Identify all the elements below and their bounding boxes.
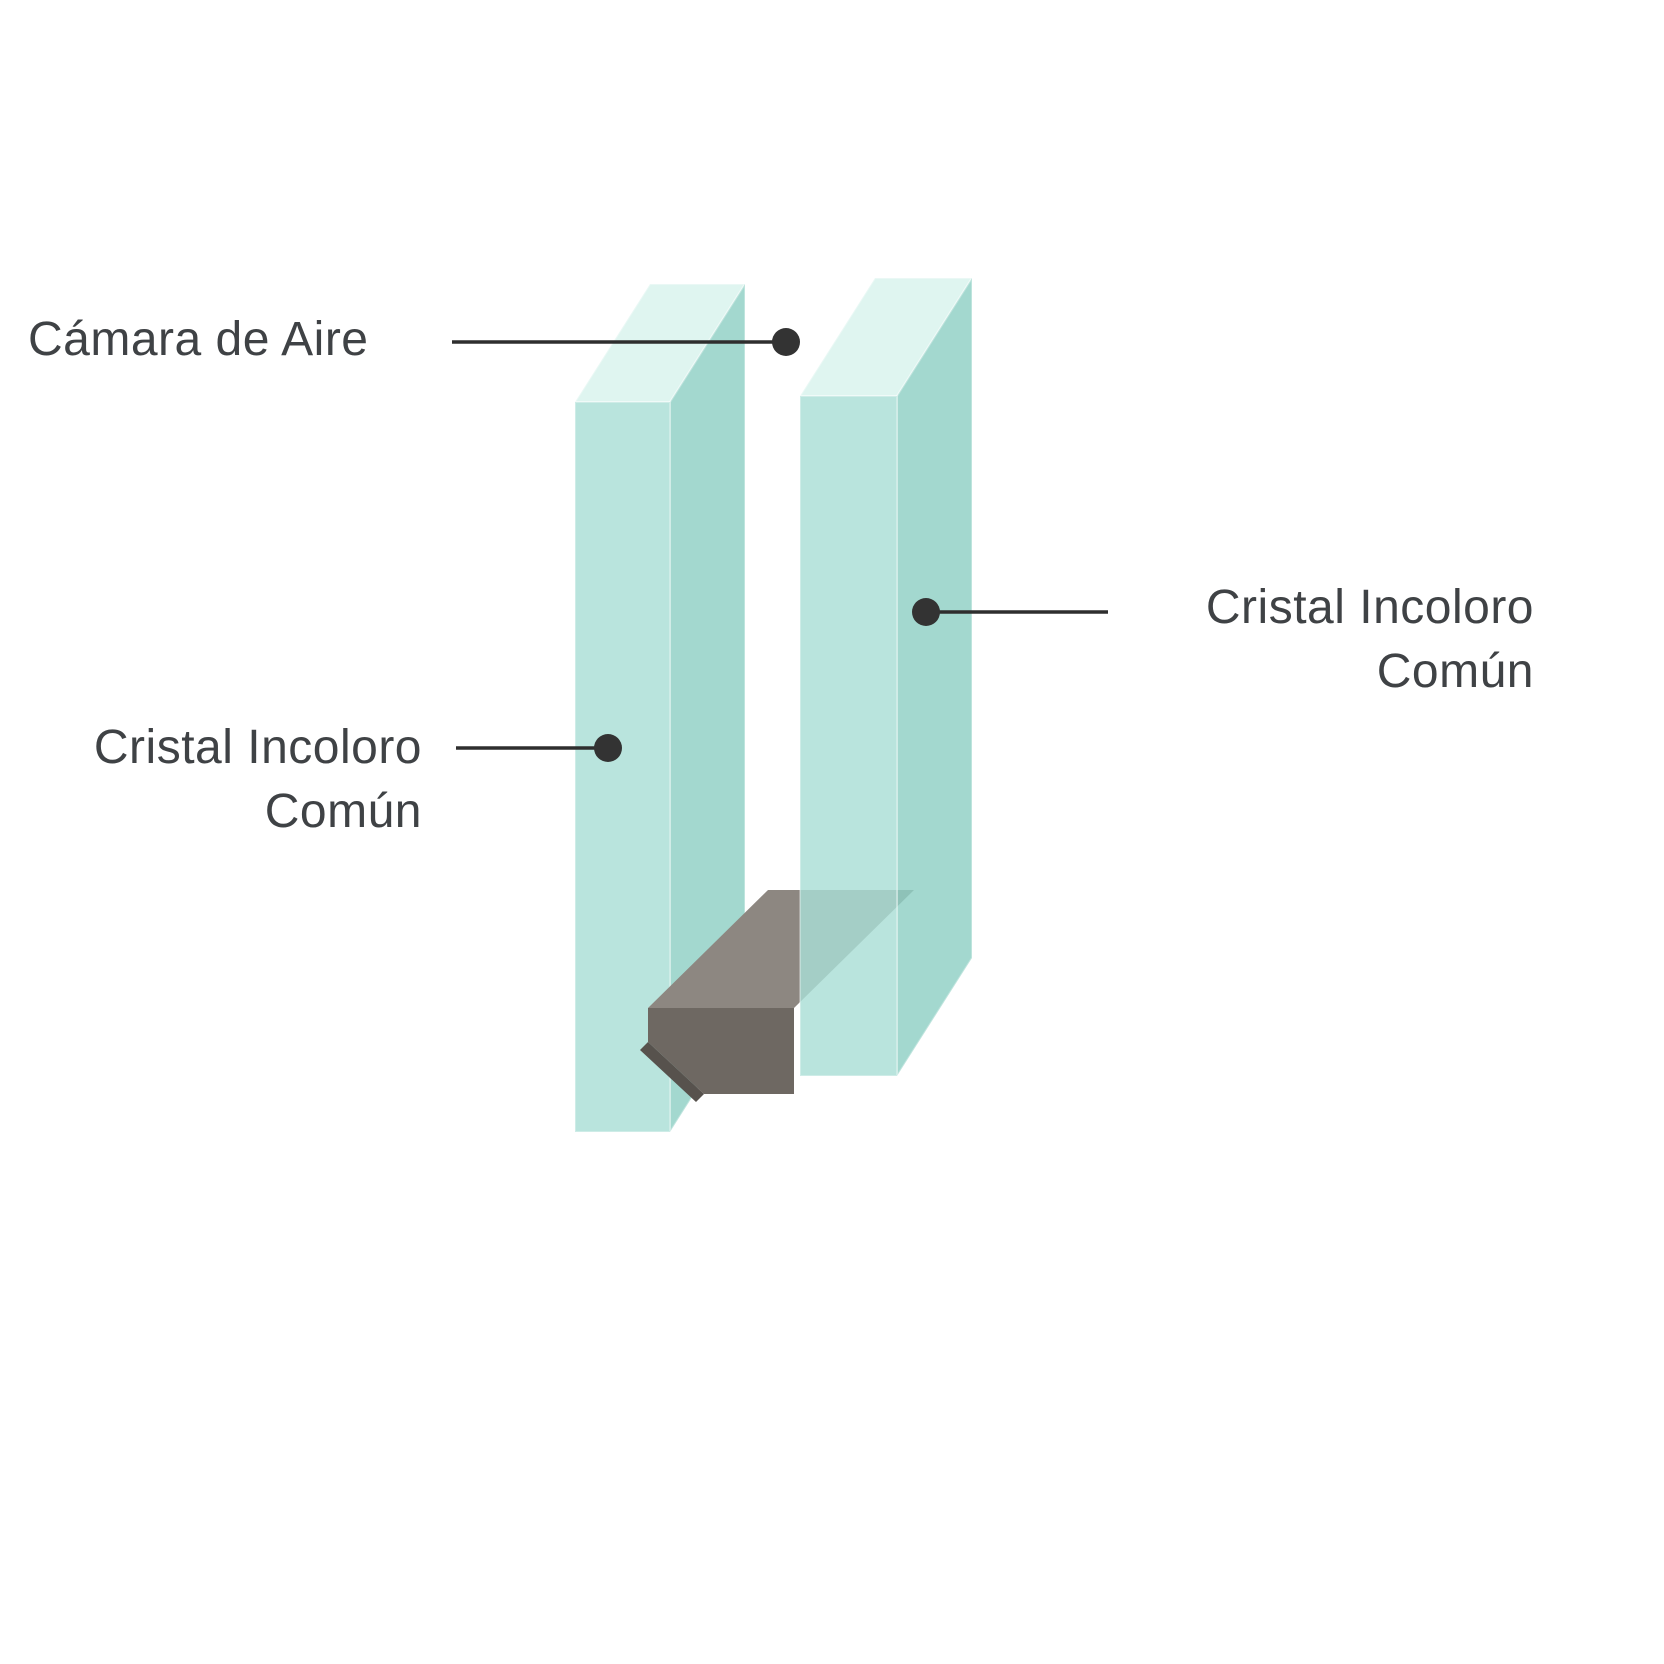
label-left-glass: Cristal Incoloro Común: [22, 716, 422, 845]
left-glass-pane: [573, 280, 747, 1136]
spacer-bevel-face: [640, 1042, 704, 1102]
right-glass-front-face: [799, 395, 898, 1077]
label-right-glass-line2: Común: [1376, 645, 1534, 699]
left-glass-front-face: [574, 401, 671, 1133]
leader-right-glass: [912, 598, 1108, 626]
label-left-glass-line1: Cristal Incoloro: [93, 721, 422, 774]
leader-dot-left-glass: [594, 734, 622, 762]
right-glass-pane: [798, 274, 974, 1080]
spacer-front-face: [648, 1008, 794, 1094]
leader-air-chamber: [452, 328, 800, 356]
label-right-glass: Cristal Incoloro Común: [1074, 576, 1534, 705]
leader-dot-right-glass: [912, 598, 940, 626]
leader-left-glass: [456, 734, 622, 762]
right-glass-side-face: [896, 274, 973, 1080]
label-left-glass-line2: Común: [264, 785, 422, 839]
label-right-glass-line1: Cristal Incoloro: [1205, 581, 1534, 634]
label-air-chamber: Cámara de Aire: [28, 313, 369, 366]
leader-dot-air-chamber: [772, 328, 800, 356]
